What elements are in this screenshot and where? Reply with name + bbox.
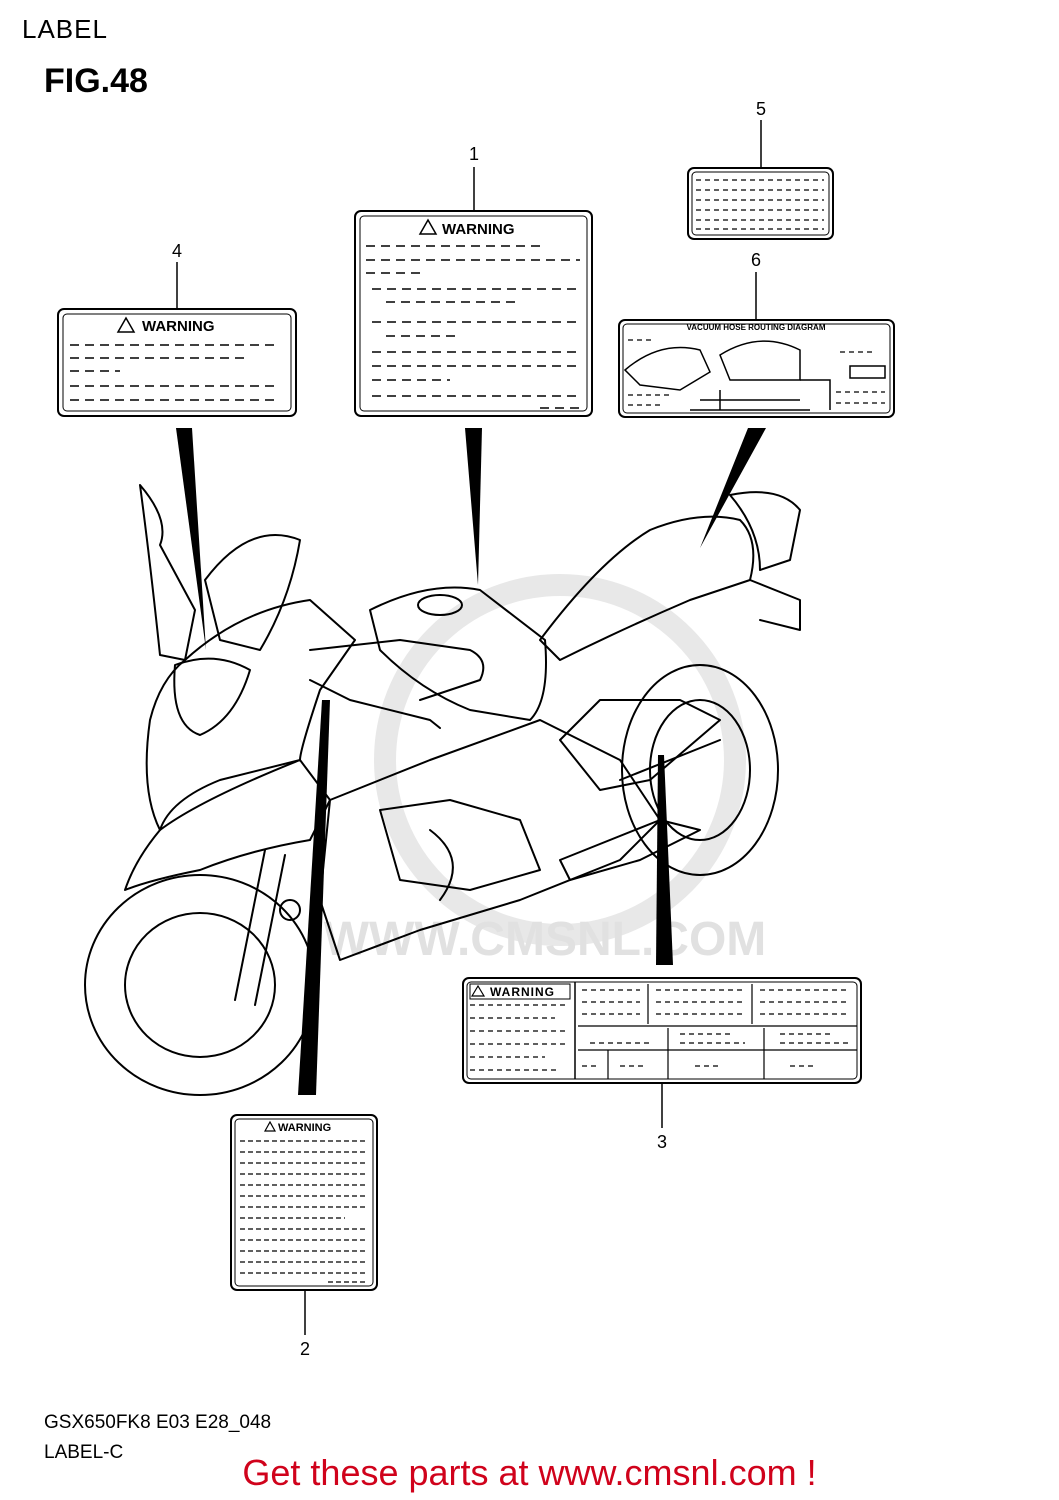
callout-4: 4: [172, 241, 182, 261]
label-3-warning-text: WARNING: [490, 985, 555, 999]
watermark-text: WWW.CMSNL.COM: [324, 913, 767, 966]
label-2-warning-text: WARNING: [278, 1122, 331, 1134]
model-code: GSX650FK8 E03 E28_048: [44, 1412, 272, 1433]
callout-numbers: 1 2 3 4 5 6: [172, 99, 766, 1359]
callout-5: 5: [756, 99, 766, 119]
callout-6: 6: [751, 250, 761, 270]
callout-3: 3: [657, 1132, 667, 1152]
leader-wedges: [176, 428, 766, 1095]
callout-1: 1: [469, 144, 479, 164]
section-title: LABEL: [22, 14, 108, 44]
variant-label: LABEL-C: [44, 1442, 124, 1463]
label-6-vacuum-hose-diagram: VACUUM HOSE ROUTING DIAGRAM: [618, 319, 895, 418]
label-1-warning-text: WARNING: [442, 221, 515, 238]
label-6-title: VACUUM HOSE ROUTING DIAGRAM: [687, 323, 826, 332]
label-4-warning-text: WARNING: [142, 318, 215, 335]
motorcycle-illustration: [84, 484, 801, 1096]
label-3-warning-table: WARNING: [462, 977, 862, 1084]
shop-link[interactable]: Get these parts at www.cmsnl.com !: [242, 1452, 817, 1493]
figure-title: FIG.48: [44, 62, 148, 100]
label-2-warning: WARNING: [230, 1114, 378, 1291]
label-4-warning: WARNING: [57, 308, 297, 417]
label-5: [687, 167, 834, 240]
leader-lines: [176, 120, 762, 1335]
callout-2: 2: [300, 1339, 310, 1359]
label-1-warning: WARNING: [354, 210, 593, 417]
